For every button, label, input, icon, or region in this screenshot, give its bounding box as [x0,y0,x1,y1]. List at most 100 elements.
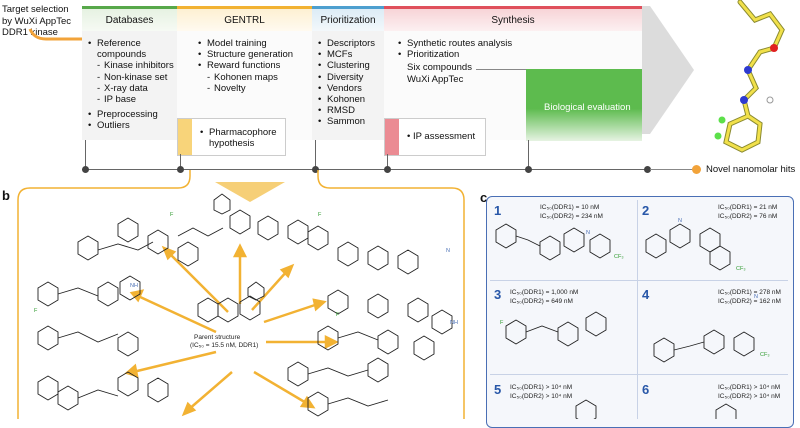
synthesis-item: Synthetic routes analysis [398,38,528,49]
prioritization-item: Sammon [318,116,384,127]
gentrl-subitem: Novelty [198,83,310,94]
databases-subitem: Non-kinase set [88,72,178,83]
ip-label: IP assessment [412,131,476,142]
databases-item: compounds [97,49,147,61]
bio-eval-label: Biological evaluation [544,102,631,113]
ic50-line: IC₅₀(DDR1) = 10 nM [540,204,600,211]
timeline-dot [384,166,391,173]
hits-label: Novel nanomolar hits [706,164,796,175]
six-compounds-line: WuXi AppTec [407,73,464,85]
gentrl-subitem: Kohonen maps [198,72,310,83]
header-gentrl-label: GENTRL [224,14,265,26]
prioritization-item: Vendors [318,83,384,94]
prioritization-item: Descriptors [318,38,384,49]
compound-ic50: IC₅₀(DDR1) = 1,000 nM IC₅₀(DDR2) = 649 n… [510,288,578,306]
compound-ic50: IC₅₀(DDR1) > 10⁴ nM IC₅₀(DDR2) > 10⁴ nM [510,383,572,401]
compound-number: 3 [494,287,502,302]
svg-text:CF₃: CF₃ [614,254,624,260]
compound-number: 2 [642,203,650,218]
bio-eval-box: Biological evaluation [526,69,642,141]
svg-text:NH: NH [450,320,458,326]
timeline-tick [180,154,181,170]
svg-text:F: F [500,320,504,326]
timeline-line [82,169,650,170]
prioritization-list: Descriptors MCFs Clustering Diversity Ve… [318,38,384,150]
panel-c-divider-h [490,374,788,375]
ic50-line: IC₅₀(DDR1) = 278 nM [718,289,781,296]
six-compounds: Six compounds WuXi AppTec [398,62,528,84]
ip-tab [385,119,399,155]
parent-structure-ic50: (IC₅₀ = 15.5 nM, DDR1) [190,342,258,349]
ic50-line: IC₅₀(DDR2) = 76 nM [718,213,778,220]
svg-text:N: N [754,294,758,300]
compound-ic50: IC₅₀(DDR1) > 10⁴ nM IC₅₀(DDR2) > 10⁴ nM [718,383,780,401]
ic50-line: IC₅₀(DDR1) = 1,000 nM [510,289,579,296]
prioritization-item: Clustering [318,60,384,71]
gentrl-list: Model training Structure generation Rewa… [198,38,310,150]
timeline-dot [82,166,89,173]
timeline-dot [177,166,184,173]
panel-c-frame [486,196,794,428]
header-prioritization-label: Prioritization [320,14,376,26]
molecule-3d-image [714,0,785,153]
ic50-line: IC₅₀(DDR2) = 234 nM [540,213,603,220]
pipeline-arrow [642,6,694,134]
ic50-line: IC₅₀(DDR1) > 10⁴ nM [718,384,781,391]
compound-ic50: IC₅₀(DDR1) = 21 nM IC₅₀(DDR2) = 76 nM [718,203,777,221]
databases-subitem: X-ray data [88,83,178,94]
timeline-dot [525,166,532,173]
databases-subitem: Kinase inhibitors [88,60,178,71]
header-databases-label: Databases [105,14,154,26]
svg-text:NH: NH [130,283,138,289]
header-prioritization: Prioritization [312,6,384,31]
pharmacophore-tab [178,119,192,155]
compound-number: 1 [494,203,502,218]
six-compounds-connector [476,69,526,70]
gentrl-item: Model training [198,38,310,49]
panel-c-divider-v [637,200,638,419]
timeline-tick [528,140,529,170]
six-compounds-line: Six compounds [407,62,472,74]
synthesis-list: Synthetic routes analysis Prioritization… [398,38,528,150]
svg-text:CF₃: CF₃ [760,352,770,358]
pharmacophore-line: Pharmacophore [209,127,277,138]
ic50-line: IC₅₀(DDR2) > 10⁴ nM [718,393,781,400]
target-line: DDR1 kinase [2,27,58,38]
timeline-tick [387,154,388,170]
pipeline-start-arc [28,28,82,41]
synthesis-item: Prioritization [398,49,528,60]
panel-b-frame [17,170,465,419]
svg-text:CF₃: CF₃ [736,266,746,272]
compound-ic50: IC₅₀(DDR1) = 10 nM IC₅₀(DDR2) = 234 nM [540,203,603,221]
header-synthesis: Synthesis [384,6,642,31]
panel-b-label: b [2,188,10,203]
prioritization-item: RMSD [318,105,384,116]
prioritization-item: MCFs [318,49,384,60]
svg-text:N: N [446,248,450,254]
databases-item: Reference [88,38,178,49]
databases-list: Reference compounds Kinase inhibitors No… [88,38,178,150]
databases-item: Outliers [88,120,178,131]
ip-box: • IP assessment [384,118,486,156]
pharmacophore-box: •Pharmacophore hypothesis [177,118,286,156]
compound-ic50: IC₅₀(DDR1) = 278 nM IC₅₀(DDR2) = 162 nM [718,288,781,306]
hits-connector [650,169,694,170]
ic50-line: IC₅₀(DDR1) = 21 nM [718,204,778,211]
databases-item: Preprocessing [88,109,178,120]
gentrl-item: Reward functions [198,60,310,71]
ic50-line: IC₅₀(DDR2) = 649 nM [510,298,573,305]
timeline-tick [85,140,86,170]
header-databases: Databases [82,6,177,31]
pharmacophore-line: hypothesis [209,138,255,150]
ic50-line: IC₅₀(DDR2) > 10⁴ nM [510,393,573,400]
panel-c-divider-h [490,280,788,281]
target-line: Target selection [2,4,69,15]
target-selection-text: Target selection by WuXi AppTec DDR1 kin… [2,4,71,39]
compound-number: 5 [494,382,502,397]
compound-number: 6 [642,382,650,397]
pharmacophore-text: •Pharmacophore hypothesis [200,127,277,150]
prioritization-item: Kohonen [318,94,384,105]
parent-structure-label: Parent structure [194,334,241,341]
hits-dot [692,165,701,174]
svg-text:F: F [170,212,174,218]
